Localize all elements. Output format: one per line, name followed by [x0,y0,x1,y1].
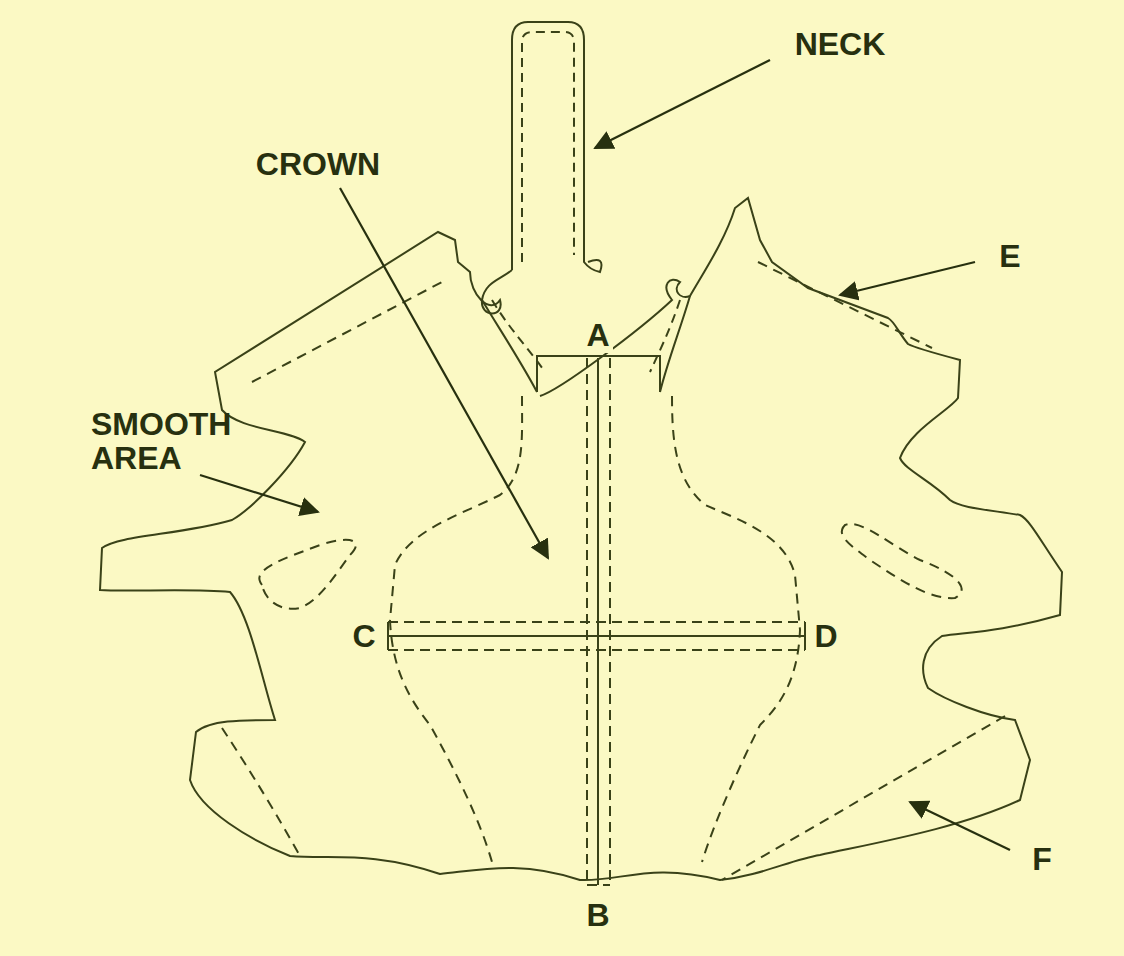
leader-line [200,475,318,512]
leader-line [910,802,1010,850]
point-letter: A [583,319,612,353]
callout-letter: E [996,240,1023,274]
callout-letter: F [1029,843,1055,877]
neck-inner [522,32,574,262]
leader-line [840,262,975,295]
neck-outline [512,22,602,272]
wing-edge-line [252,282,442,382]
part-label: NECK [792,28,889,62]
wing-edge-line [722,716,1005,880]
point-letter: B [583,899,612,933]
part-label: SMOOTH AREA [88,408,254,475]
wing-edge-line [222,728,300,856]
smooth-area-outline [259,540,356,609]
point-letter: C [349,620,378,654]
measure-line [388,622,805,650]
wing-edge-line [758,262,932,348]
crown-outline [390,396,522,862]
leader-line [595,60,770,148]
measure-line [388,635,805,637]
smooth-area-outline [842,524,962,598]
leader-line [340,188,548,558]
measure-line [388,622,805,650]
vertebra-outline [100,198,1062,880]
point-letter: D [811,620,840,654]
part-label: CROWN [253,148,383,182]
crown-outline [672,396,800,862]
